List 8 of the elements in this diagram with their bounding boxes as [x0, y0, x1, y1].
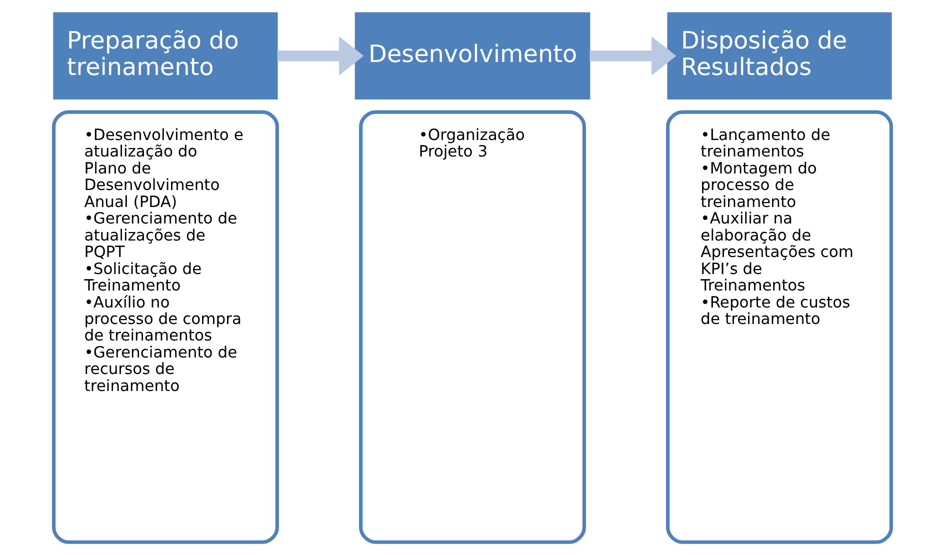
- node-box: •Organização Projeto 3: [358, 110, 586, 544]
- arrow: [276, 36, 364, 76]
- node-box: Preparação do treinamento: [52, 12, 278, 100]
- node-box: •Desenvolvimento e atualização do Plano de Desenvolvimento Anual (PDA) •Gerenciamento de atualizações de PQPT •Solicitação de Treinamento •Auxílio no processo de compra de treinamentos •Gerenciamento de recursos de treinamento: [51, 110, 278, 544]
- node-box: Disposição de Resultados: [666, 12, 892, 100]
- node-box: •Lançamento de treinamentos •Montagem do processo de treinamento •Auxiliar na elaboração de Apresentações com KPI’s de Treinamentos •Reporte de custos de treinamento: [666, 110, 893, 544]
- node-box: Desenvolvimento: [354, 12, 590, 100]
- arrow: [589, 36, 676, 76]
